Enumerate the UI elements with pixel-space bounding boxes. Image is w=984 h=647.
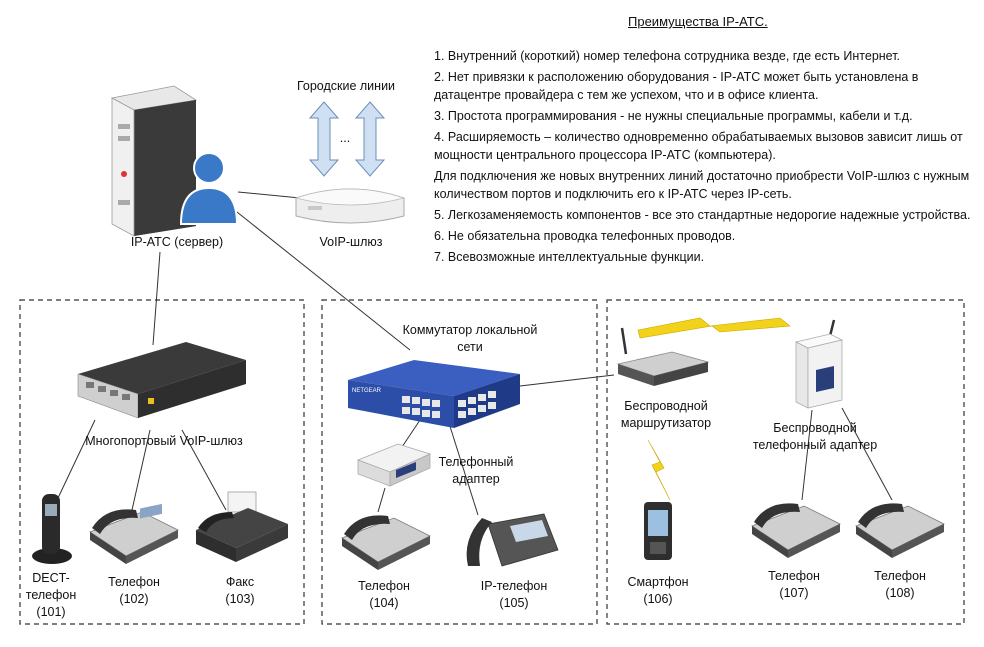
multiport-gateway-icon xyxy=(77,342,246,419)
advantages-title: Преимущества IP-АТС. xyxy=(628,14,768,29)
switch-label: Коммутатор локальной сети xyxy=(380,322,560,356)
dect-phone-label: DECT- телефон (101) xyxy=(18,570,84,621)
phone-108-icon xyxy=(855,503,945,558)
wire-multigw-fax xyxy=(181,429,227,511)
label-line: Телефон xyxy=(358,579,410,593)
phone-104-label: Телефон (104) xyxy=(344,578,424,612)
phone-adapter-label: Телефонный адаптер xyxy=(428,454,524,488)
wire-switch-router xyxy=(519,374,615,387)
label-line: телефонный адаптер xyxy=(752,438,878,452)
wire-multigw-dect xyxy=(57,419,96,499)
label-line: (101) xyxy=(36,605,66,619)
switch-brand: NETGEAR xyxy=(352,388,382,394)
ip-phone-icon xyxy=(466,513,559,567)
label-line: Смартфон xyxy=(627,575,689,589)
label-line: телефон xyxy=(25,588,77,602)
label-line: DECT- xyxy=(32,571,70,585)
label-line: Факс xyxy=(225,575,255,589)
fax-label: Факс (103) xyxy=(208,574,272,608)
advantage-item: 7. Всевозможные интеллектуальные функции… xyxy=(434,250,705,264)
smartphone-label: Смартфон (106) xyxy=(618,574,698,608)
label-line: (106) xyxy=(643,592,673,606)
phone-108-label: Телефон (108) xyxy=(860,568,940,602)
label-line: адаптер xyxy=(452,472,500,486)
label-line: (108) xyxy=(885,586,915,600)
label-line: Телефон xyxy=(108,575,160,589)
label-line: Коммутатор локальной xyxy=(402,323,538,337)
dect-phone-icon xyxy=(32,494,72,564)
server-label: IP-АТС (сервер) xyxy=(130,235,224,249)
label-line: IP-телефон xyxy=(480,579,548,593)
label-line: Телефон xyxy=(768,569,820,583)
wire-switch-adapter xyxy=(399,419,421,451)
left-group-frame xyxy=(19,299,305,625)
wire-adapter-phone xyxy=(377,487,386,513)
voip-gateway-icon xyxy=(294,188,406,224)
advantages-list: 1. Внутренний (короткий) номер телефона … xyxy=(434,47,974,269)
label-line: Телефонный xyxy=(438,455,514,469)
server-icon xyxy=(110,85,198,237)
wire-server-switch xyxy=(231,207,411,351)
wire-server-multigateway xyxy=(152,251,161,346)
phone-adapter-icon xyxy=(356,443,432,487)
label-line: сети xyxy=(457,340,483,354)
phone-102-label: Телефон (102) xyxy=(94,574,174,608)
label-line: маршрутизатор xyxy=(620,416,712,430)
advantage-item: 1. Внутренний (короткий) номер телефона … xyxy=(434,49,901,63)
label-line: Телефон xyxy=(874,569,926,583)
phone-107-label: Телефон (107) xyxy=(754,568,834,602)
wire-wadapter-phone107 xyxy=(801,409,813,501)
phone-107-icon xyxy=(751,503,841,558)
multiport-gateway-label: Многопортовый VoIP-шлюз xyxy=(85,434,243,448)
lightning-router-smartphone xyxy=(647,439,671,501)
right-group-frame xyxy=(606,299,965,625)
advantage-item: 3. Простота программирования - не нужны … xyxy=(434,109,913,123)
wire-switch-ipphone xyxy=(447,419,479,516)
city-lines-dots: ... xyxy=(339,131,351,145)
smartphone-icon xyxy=(644,502,672,560)
wireless-adapter-icon xyxy=(794,319,844,409)
phone-104-icon xyxy=(341,515,431,570)
label-line: (107) xyxy=(779,586,809,600)
label-line: (102) xyxy=(119,592,149,606)
phone-102-icon xyxy=(89,503,179,564)
advantage-item: 2. Нет привязки к расположению оборудова… xyxy=(434,70,919,102)
middle-group-frame xyxy=(321,299,598,625)
advantage-item: 6. Не обязательна проводка телефонных пр… xyxy=(434,229,736,243)
network-switch-icon: NETGEAR xyxy=(348,360,520,428)
advantage-item: 4. Расширяемость – количество одновремен… xyxy=(434,130,963,162)
label-line: Беспроводной xyxy=(624,399,708,413)
city-lines-arrows xyxy=(308,101,386,177)
label-line: (104) xyxy=(369,596,399,610)
wire-multigw-phone xyxy=(131,429,151,511)
label-line: Беспроводной xyxy=(773,421,857,435)
wire-server-gateway xyxy=(237,191,301,199)
label-line: (103) xyxy=(225,592,255,606)
voip-gateway-label: VoIP-шлюз xyxy=(319,235,383,249)
label-line: (105) xyxy=(499,596,529,610)
user-icon xyxy=(179,152,239,225)
advantage-item: 5. Легкозаменяемость компонентов - все э… xyxy=(434,208,971,222)
city-lines-label: Городские линии xyxy=(296,79,396,93)
wire-wadapter-phone108 xyxy=(841,407,893,501)
wireless-adapter-label: Беспроводной телефонный адаптер xyxy=(740,420,890,454)
ip-phone-label: IP-телефон (105) xyxy=(466,578,562,612)
wireless-router-icon xyxy=(616,327,710,386)
fax-icon xyxy=(196,491,288,562)
lightning-router-wadapter xyxy=(637,317,791,339)
wireless-router-label: Беспроводной маршрутизатор xyxy=(606,398,726,432)
advantage-item: Для подключения же новых внутренних лини… xyxy=(434,169,970,201)
